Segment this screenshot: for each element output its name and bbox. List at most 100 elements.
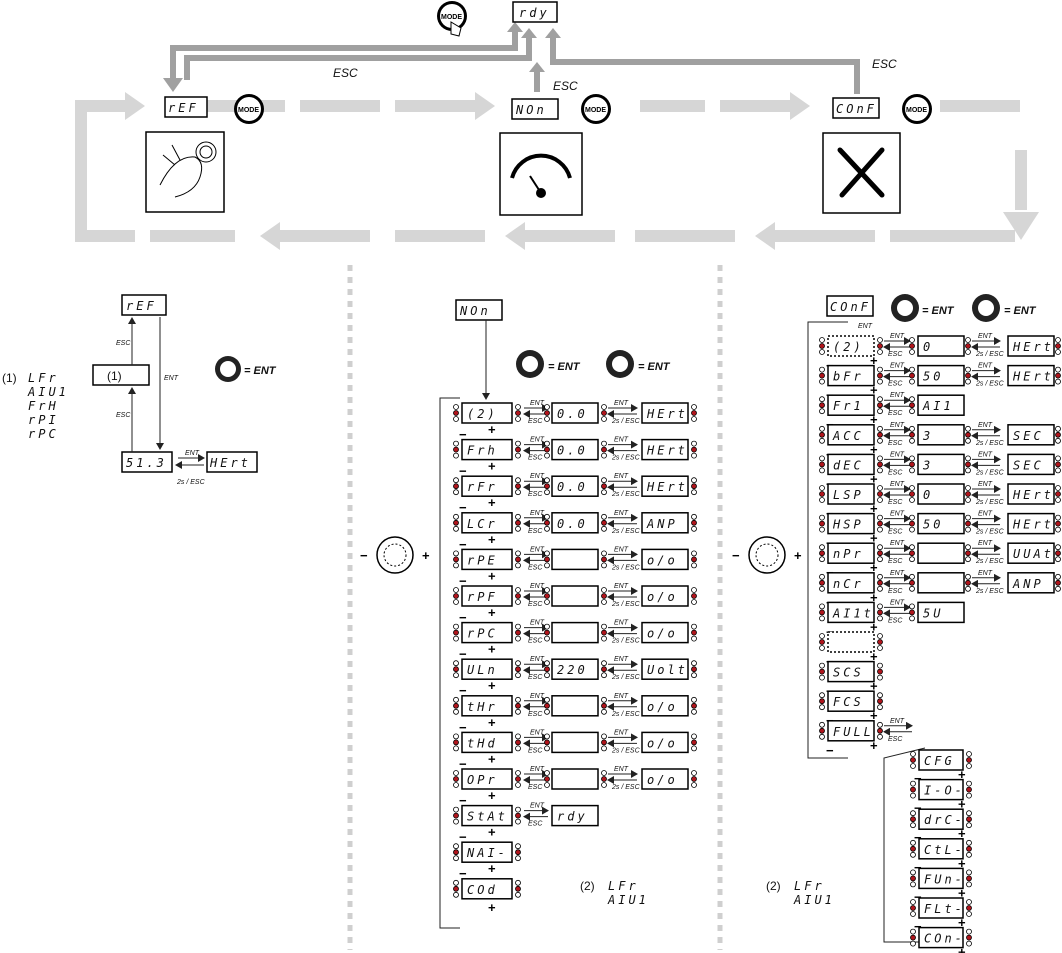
conf-submenu-display[interactable] <box>918 926 964 949</box>
mode-conf[interactable]: COnF <box>822 97 901 214</box>
conf-param-display[interactable] <box>827 335 875 357</box>
conf-unit-display[interactable] <box>1007 364 1055 387</box>
conf-submenu-row[interactable]: drC-+− <box>910 808 972 845</box>
conf-value-display[interactable] <box>917 453 965 476</box>
mon-unit-display[interactable] <box>641 768 689 790</box>
conf-param-display[interactable] <box>827 424 875 446</box>
conf-param-display[interactable] <box>827 572 875 594</box>
jog-dial-icon[interactable] <box>972 294 1000 322</box>
conf-unit-display[interactable] <box>1007 424 1055 446</box>
conf-param-display[interactable] <box>827 483 875 505</box>
conf-submenu-row[interactable]: FUn-+− <box>910 867 972 904</box>
jog-dial-icon[interactable] <box>891 294 919 322</box>
mon-value-display[interactable] <box>551 658 599 680</box>
mon-value-display[interactable] <box>551 548 599 571</box>
mode-button-top[interactable]: MODE <box>437 1 467 37</box>
mon-unit-display[interactable] <box>641 731 689 754</box>
mon-param-display[interactable] <box>461 585 513 607</box>
conf-unit-display[interactable] <box>1007 572 1055 594</box>
mon-unit-display[interactable] <box>641 585 689 607</box>
mon-unit-display[interactable] <box>641 475 689 497</box>
conf-submenu-row[interactable]: I-O-+− <box>910 778 972 816</box>
conf-submenu-display[interactable] <box>918 808 964 830</box>
mon-value-display[interactable] <box>551 695 599 717</box>
mode-ref[interactable]: rEF <box>145 96 225 213</box>
conf-unit-display[interactable] <box>1007 453 1055 476</box>
mon-value-display[interactable] <box>551 804 599 827</box>
mon-row[interactable]: NAI-+− <box>453 841 521 881</box>
conf-submenu-row[interactable]: CFG+− <box>910 749 972 786</box>
mode-button-conf[interactable]: MODE <box>902 94 932 124</box>
mon-param-display[interactable] <box>461 841 513 863</box>
mon-unit-display[interactable] <box>641 402 689 424</box>
conf-value-display[interactable] <box>917 364 965 387</box>
conf-value-display[interactable] <box>917 542 965 564</box>
conf-value-display[interactable] <box>917 424 965 446</box>
mon-unit-display[interactable] <box>641 621 689 644</box>
conf-param-display[interactable] <box>827 660 875 683</box>
conf-submenu-display[interactable] <box>918 897 964 919</box>
conf-unit-display[interactable] <box>1007 512 1055 535</box>
conf-param-display[interactable] <box>827 690 875 712</box>
conf-param-display[interactable] <box>827 720 875 742</box>
conf-unit-display[interactable] <box>1007 542 1055 564</box>
conf-value-display[interactable] <box>917 335 965 357</box>
mon-param-display[interactable] <box>461 621 513 644</box>
jog-dial-icon[interactable] <box>215 356 241 382</box>
conf-param-display[interactable] <box>827 631 875 653</box>
mon-param-display[interactable] <box>461 731 513 754</box>
mon-param-display[interactable] <box>461 804 513 827</box>
mon-param-display[interactable] <box>461 402 513 424</box>
mon-value-display[interactable] <box>551 621 599 644</box>
conf-param-display[interactable] <box>827 453 875 476</box>
conf-param-display[interactable] <box>827 364 875 387</box>
conf-submenu-row[interactable]: COn-+− <box>910 926 972 953</box>
mon-value-display[interactable] <box>551 475 599 497</box>
conf-submenu-display[interactable] <box>918 838 964 860</box>
mon-param-display[interactable] <box>461 658 513 680</box>
mon-unit-display[interactable] <box>641 658 689 680</box>
mon-param-display[interactable] <box>461 878 513 900</box>
conf-value-display[interactable] <box>917 572 965 594</box>
wheel-icon[interactable] <box>376 536 414 574</box>
mode-mon[interactable]: NOn <box>499 98 583 216</box>
conf-unit-display[interactable] <box>1007 335 1055 357</box>
conf-param-display[interactable] <box>827 394 875 416</box>
mon-value-display[interactable] <box>551 585 599 607</box>
conf-submenu-display[interactable] <box>918 778 964 801</box>
conf-value-display[interactable] <box>917 483 965 505</box>
mon-param-display[interactable] <box>461 475 513 497</box>
jog-dial-icon[interactable] <box>606 350 634 378</box>
mon-param-display[interactable] <box>461 438 513 461</box>
mon-param-display[interactable] <box>461 768 513 790</box>
conf-submenu-display[interactable] <box>918 867 964 890</box>
conf-value-display[interactable] <box>917 394 965 416</box>
mon-value-display[interactable] <box>551 768 599 790</box>
mon-unit-display[interactable] <box>641 695 689 717</box>
mon-value-display[interactable] <box>551 402 599 424</box>
mon-param-display[interactable] <box>461 548 513 571</box>
mon-value-display[interactable] <box>551 512 599 534</box>
mode-button-ref[interactable]: MODE <box>234 94 264 124</box>
mon-param-display[interactable] <box>461 695 513 717</box>
conf-submenu-row[interactable]: CtL-+− <box>910 838 972 875</box>
